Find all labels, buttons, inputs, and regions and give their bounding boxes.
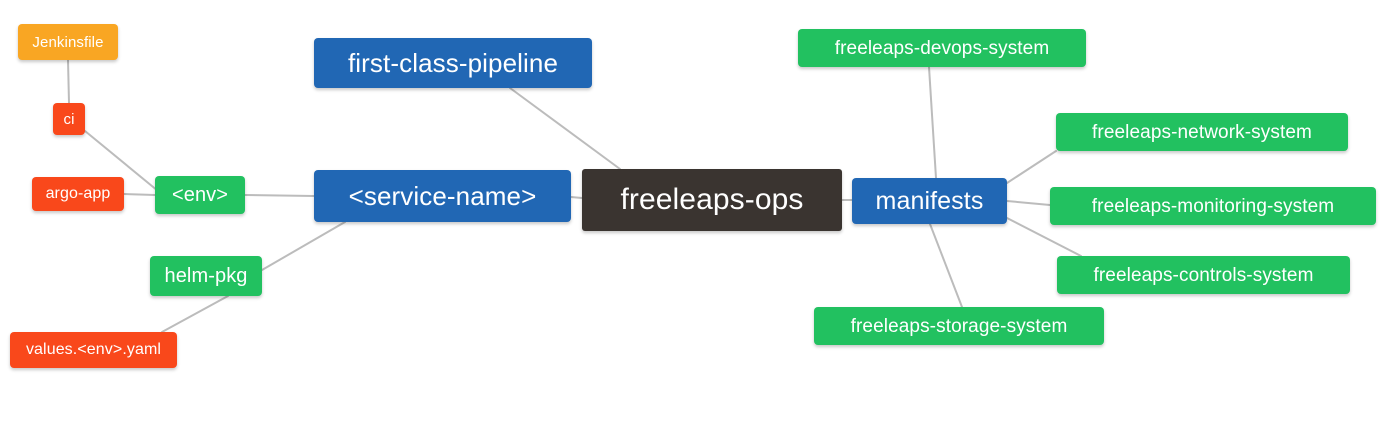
node-ci[interactable]: ci bbox=[53, 103, 85, 135]
node-service-name[interactable]: <service-name> bbox=[314, 170, 571, 222]
edge-jenkinsfile-ci bbox=[67, 59, 70, 104]
edge-ci-env bbox=[84, 130, 159, 192]
node-values-yaml[interactable]: values.<env>.yaml bbox=[10, 332, 177, 368]
edge-manifests-devops bbox=[928, 66, 937, 179]
edge-pipeline-ops bbox=[509, 87, 621, 170]
node-monitoring[interactable]: freeleaps-monitoring-system bbox=[1050, 187, 1376, 225]
edge-servicename-ops bbox=[570, 196, 583, 199]
node-network[interactable]: freeleaps-network-system bbox=[1056, 113, 1348, 151]
node-env[interactable]: <env> bbox=[155, 176, 245, 214]
edge-manifests-storage bbox=[929, 223, 963, 308]
node-pipeline[interactable]: first-class-pipeline bbox=[314, 38, 592, 88]
node-manifests[interactable]: manifests bbox=[852, 178, 1007, 224]
edge-manifests-controls bbox=[1006, 217, 1082, 257]
node-freeleaps-ops[interactable]: freeleaps-ops bbox=[582, 169, 842, 231]
node-helm-pkg[interactable]: helm-pkg bbox=[150, 256, 262, 296]
edge-valuesyaml-helmpkg bbox=[161, 295, 229, 333]
node-devops[interactable]: freeleaps-devops-system bbox=[798, 29, 1086, 67]
edge-manifests-network bbox=[1006, 150, 1057, 184]
node-jenkinsfile[interactable]: Jenkinsfile bbox=[18, 24, 118, 60]
node-storage[interactable]: freeleaps-storage-system bbox=[814, 307, 1104, 345]
edge-manifests-monitoring bbox=[1006, 200, 1051, 206]
node-argo-app[interactable]: argo-app bbox=[32, 177, 124, 211]
node-controls[interactable]: freeleaps-controls-system bbox=[1057, 256, 1350, 294]
edge-argoapp-env bbox=[123, 193, 156, 196]
edge-env-servicename bbox=[244, 194, 315, 197]
edge-helmpkg-servicename bbox=[261, 221, 346, 271]
